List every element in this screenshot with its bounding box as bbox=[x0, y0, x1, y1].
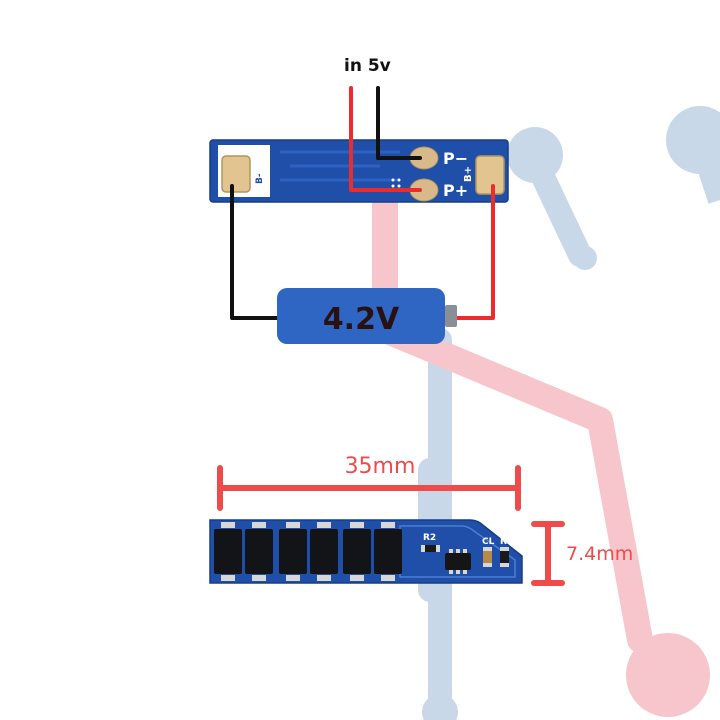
mosfet-chip bbox=[279, 522, 307, 581]
battery-negative-wire bbox=[230, 184, 284, 320]
resistor-r2 bbox=[421, 545, 440, 552]
mosfet-chip bbox=[245, 522, 273, 581]
battery-voltage-label: 4.2V bbox=[323, 302, 400, 337]
b-plus-pad: B+ bbox=[463, 155, 505, 195]
length-dimension bbox=[217, 465, 521, 511]
mosfet-chip bbox=[310, 522, 338, 581]
resistor-r1 bbox=[500, 547, 509, 567]
mosfet-chip bbox=[214, 522, 242, 581]
wires bbox=[230, 86, 495, 320]
mosfet-chip bbox=[374, 522, 402, 581]
p-plus-label: P+ bbox=[443, 181, 468, 200]
length-label: 35mm bbox=[345, 454, 416, 479]
r2-label: R2 bbox=[423, 533, 436, 543]
width-dimension bbox=[531, 521, 565, 586]
cl-label: CL bbox=[482, 537, 495, 547]
p-plus-pad: P+ bbox=[409, 178, 468, 202]
r1-label: R1 bbox=[500, 537, 513, 547]
b-minus-pad: B- bbox=[221, 155, 265, 193]
capacitor-cl bbox=[483, 547, 492, 567]
input-voltage-label: in 5v bbox=[344, 56, 391, 76]
battery-positive-wire bbox=[455, 184, 495, 320]
width-label: 7.4mm bbox=[566, 543, 633, 565]
input-positive-wire bbox=[349, 86, 422, 192]
b-plus-pad-label: B+ bbox=[463, 166, 474, 182]
p-minus-label: P− bbox=[443, 149, 468, 168]
input-negative-wire bbox=[376, 86, 422, 160]
p-minus-pad: P− bbox=[409, 146, 468, 170]
battery: 4.2V bbox=[277, 288, 457, 344]
mosfet-chip bbox=[343, 522, 371, 581]
mosfet-chips bbox=[214, 522, 402, 581]
b-minus-pad-label: B- bbox=[255, 173, 265, 184]
controller-ic bbox=[445, 549, 471, 574]
